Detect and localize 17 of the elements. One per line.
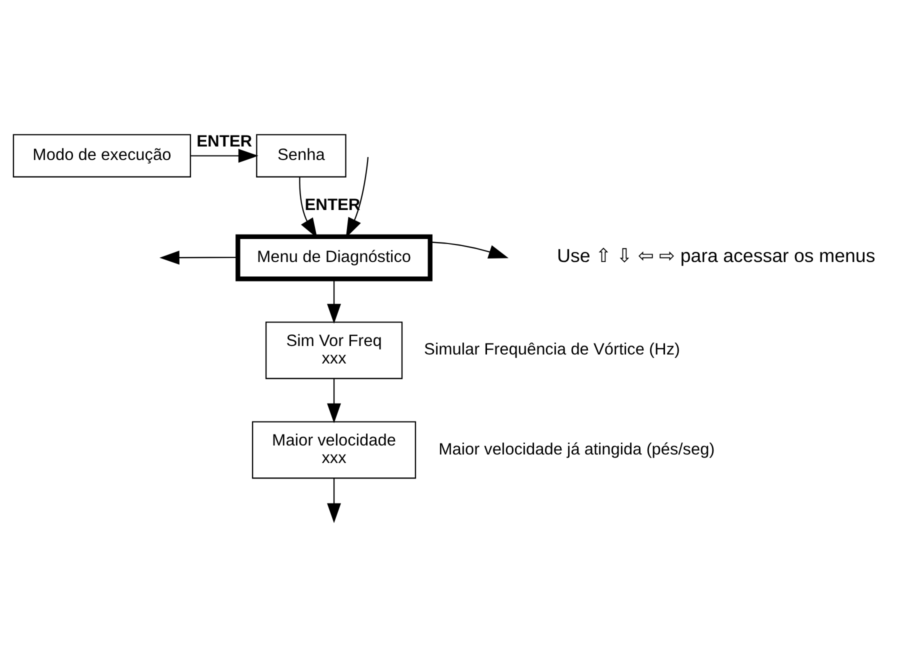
arrow	[327, 278, 341, 324]
arrow	[190, 148, 258, 162]
node-label: Maior velocidade já atingida (pés/seg)	[438, 440, 715, 458]
label: Use ⇧ ⇩ ⇦ ⇨ para acessar os menus	[556, 244, 876, 266]
edge-label: ENTER	[304, 195, 360, 214]
node-box: Sim Vor Freq xxx	[265, 321, 403, 379]
node-box: Maior velocidade xxx	[252, 420, 416, 478]
arrow	[346, 156, 369, 238]
node-box: Menu de Diagnóstico	[236, 234, 432, 281]
node-box: Senha	[256, 134, 346, 177]
arrow	[327, 378, 341, 423]
arrow	[327, 478, 341, 523]
arrow	[430, 241, 509, 258]
node-label: Simular Frequência de Vórtice (Hz)	[424, 340, 680, 358]
node-box: Modo de execução	[12, 134, 192, 177]
arrow	[159, 250, 238, 264]
edge-label: ENTER	[196, 132, 252, 150]
